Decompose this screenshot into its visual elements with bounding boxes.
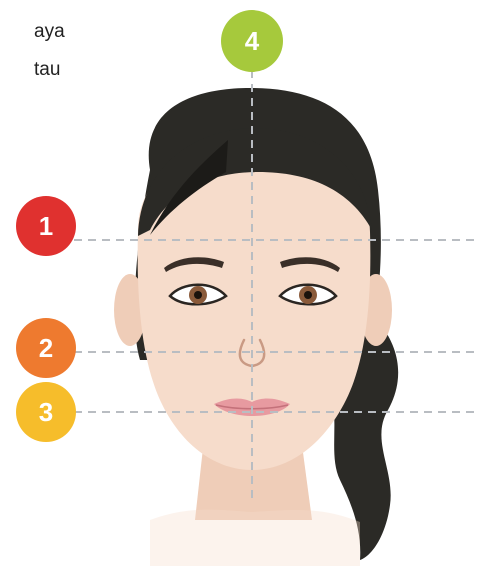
marker-3: 3: [16, 382, 76, 442]
marker-2: 2: [16, 318, 76, 378]
marker-1: 1: [16, 196, 76, 256]
left-pupil: [194, 291, 202, 299]
marker-4-label: 4: [245, 26, 259, 57]
marker-3-label: 3: [39, 397, 53, 428]
marker-4: 4: [221, 10, 283, 72]
right-pupil: [304, 291, 312, 299]
marker-1-label: 1: [39, 211, 53, 242]
marker-2-label: 2: [39, 333, 53, 364]
shoulders: [150, 510, 360, 566]
